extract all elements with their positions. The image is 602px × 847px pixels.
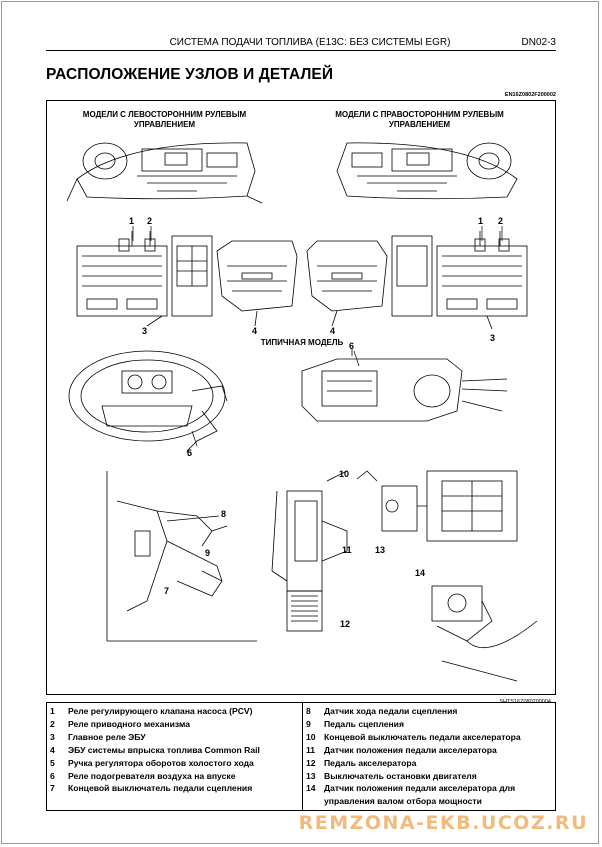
callout-12: 12: [340, 619, 351, 629]
callout-14: 14: [415, 568, 426, 578]
callout-6: 6: [349, 341, 355, 351]
callout-13: 13: [375, 545, 386, 555]
component-location-figure: МОДЕЛИ С ЛЕВОСТОРОННИМ РУЛЕВЫМ УПРАВЛЕНИ…: [46, 100, 556, 705]
engine-stop-switch-illustration: [356, 470, 518, 542]
callout-9: 9: [205, 548, 211, 558]
rhd-relay-box: [391, 231, 528, 330]
callout-7: 7: [164, 586, 170, 596]
typical-model-caption: ТИПИЧНАЯ МОДЕЛЬ: [260, 338, 344, 347]
watermark: REMZONA-EKB.UCOZ.RU: [298, 812, 588, 834]
callout-1-rhd: 1: [478, 216, 484, 226]
rhd-models-caption: МОДЕЛИ С ПРАВОСТОРОННИМ РУЛЕВЫМ УПРАВЛЕН…: [335, 110, 504, 129]
callout-4-rhd: 4: [330, 326, 336, 336]
callout-4-lhd: 4: [252, 326, 258, 336]
lhd-models-caption: МОДЕЛИ С ЛЕВОСТОРОННИМ РУЛЕВЫМ УПРАВЛЕНИ…: [82, 110, 247, 129]
figure-drawings: [66, 142, 538, 682]
clutch-pedal-illustration: [106, 471, 257, 642]
lhd-dashboard-illustration: [66, 142, 263, 204]
callout-1-lhd: 1: [129, 216, 135, 226]
callout-8: 8: [221, 509, 227, 519]
rhd-dashboard-illustration: [336, 142, 518, 200]
steering-wheel-illustration: [68, 350, 228, 457]
figure-code: EN16Z0802F200002: [504, 92, 556, 98]
air-heater-relay-illustration: [301, 349, 508, 422]
section-header-title: СИСТЕМА ПОДАЧИ ТОПЛИВА (E13C: БЕЗ СИСТЕМ…: [169, 37, 451, 48]
callout-5: 5: [187, 448, 193, 458]
pto-sensor-illustration: [431, 585, 538, 682]
accelerator-pedal-illustration: [271, 470, 348, 632]
page-title: РАСПОЛОЖЕНИЕ УЗЛОВ И ДЕТАЛЕЙ: [46, 66, 334, 83]
callout-3-rhd: 3: [490, 333, 496, 343]
callout-10: 10: [339, 469, 350, 479]
callout-2-rhd: 2: [498, 216, 504, 226]
ecu-illustrations: [216, 240, 388, 327]
callout-11: 11: [342, 545, 352, 555]
callout-2-lhd: 2: [147, 216, 153, 226]
page-number: DN02-3: [521, 37, 556, 48]
header-rule: [46, 50, 556, 51]
callout-leaders: [132, 226, 503, 447]
callout-3-lhd: 3: [142, 326, 148, 336]
lhd-relay-box: [76, 231, 213, 327]
